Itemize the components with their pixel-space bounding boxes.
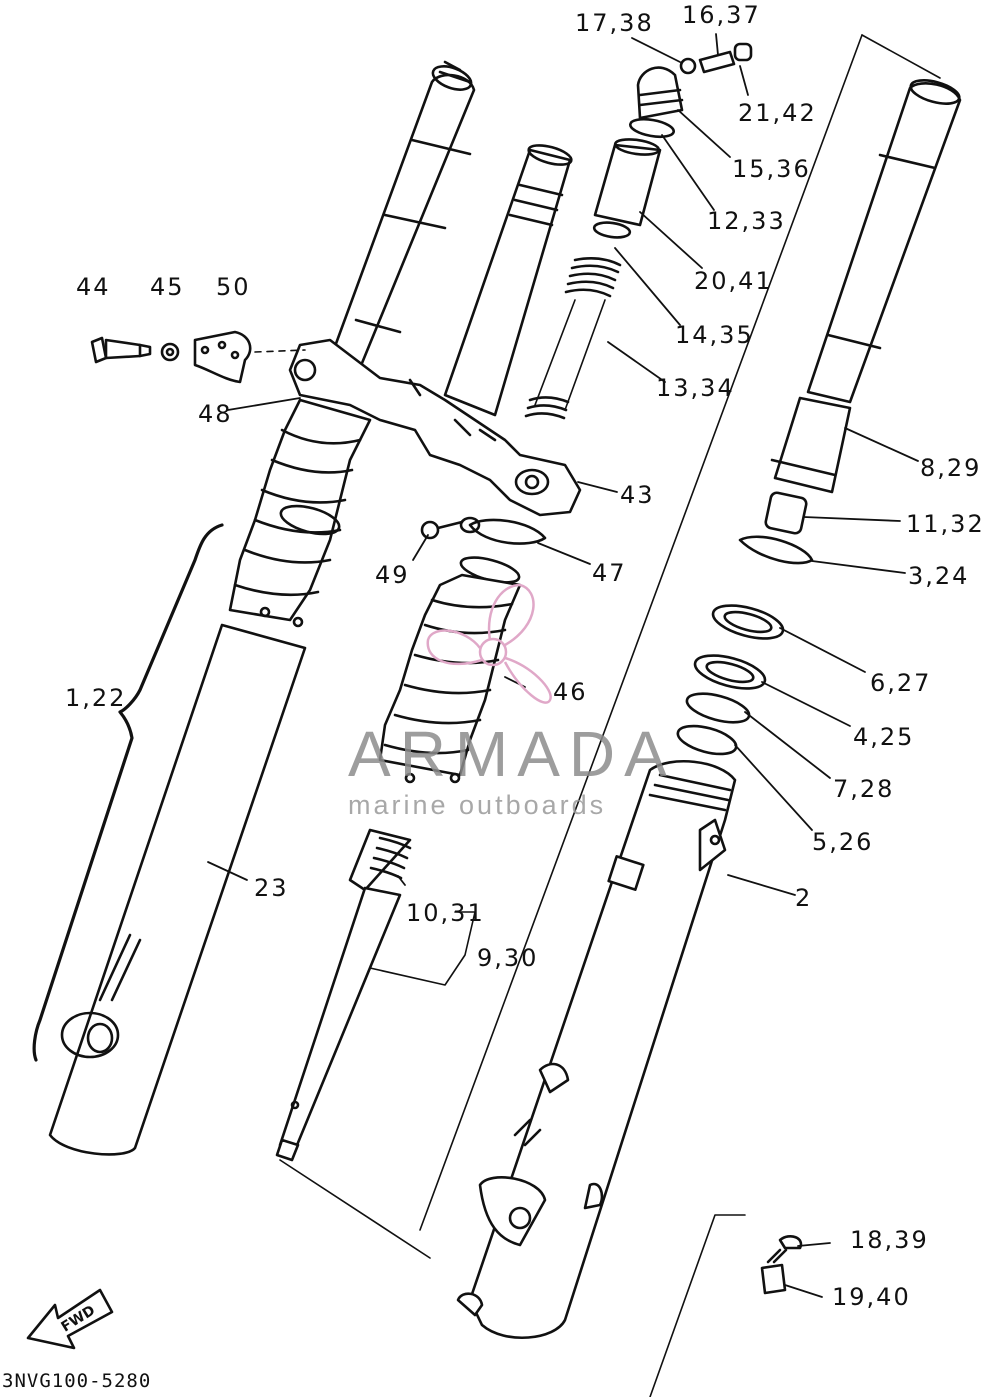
triple-clamp (288, 338, 582, 517)
part-label-17-38: 17,38 (575, 9, 654, 37)
fork-boot-center (378, 556, 522, 784)
part-label-7-28: 7,28 (833, 775, 895, 803)
inner-tube-right (738, 79, 962, 565)
part-label-43: 43 (620, 481, 655, 509)
part-label-8-29: 8,29 (920, 454, 982, 482)
part-label-44: 44 (76, 273, 111, 301)
steering-stem (443, 144, 573, 417)
part-label-10-31: 10,31 (406, 899, 485, 927)
part-label-15-36: 15,36 (732, 155, 811, 183)
watermark-tagline: marine outboards (348, 790, 607, 820)
part-label-2: 2 (795, 884, 813, 912)
boot-clamp (420, 516, 547, 545)
part-label-6-27: 6,27 (870, 669, 932, 697)
watermark-propeller-icon (426, 583, 552, 704)
spacer-collar (592, 138, 662, 239)
fwd-arrow-icon (26, 1288, 114, 1350)
lower-leg-right (456, 760, 737, 1340)
part-label-20-41: 20,41 (694, 267, 773, 295)
part-label-5-26: 5,26 (812, 828, 874, 856)
watermark-brand: ARMADA (348, 718, 676, 790)
outer-tube-left (328, 60, 476, 370)
construction-lines (279, 34, 941, 1397)
part-label-21-42: 21,42 (738, 99, 817, 127)
part-label-45: 45 (150, 273, 185, 301)
fork-boot-left (228, 398, 372, 628)
leader-lines (207, 33, 919, 1298)
part-label-12-33: 12,33 (707, 207, 786, 235)
part-label-46: 46 (553, 678, 588, 706)
bolt-washer-plate (90, 330, 306, 384)
part-label-14-35: 14,35 (675, 321, 754, 349)
fork-spring (524, 257, 622, 420)
part-label-48: 48 (198, 400, 233, 428)
part-label-47: 47 (592, 559, 627, 587)
cap-bolt (628, 42, 753, 139)
part-label-1-22: 1,22 (65, 684, 127, 712)
part-label-19-40: 19,40 (832, 1283, 911, 1311)
part-label-50: 50 (216, 273, 251, 301)
part-label-23: 23 (254, 874, 289, 902)
part-label-16-37: 16,37 (682, 1, 761, 29)
lower-leg-left (48, 623, 307, 1156)
part-label-9-30: 9,30 (477, 944, 539, 972)
part-label-18-39: 18,39 (850, 1226, 929, 1254)
part-label-13-34: 13,34 (656, 374, 735, 402)
diagram-code: 3NVG100-5280 (2, 1370, 152, 1392)
part-label-3-24: 3,24 (908, 562, 970, 590)
part-label-49: 49 (375, 561, 410, 589)
seal-stack (676, 604, 785, 756)
drain-screw (760, 1235, 803, 1295)
part-label-4-25: 4,25 (853, 723, 915, 751)
part-label-11-32: 11,32 (906, 510, 985, 538)
damper-rod (275, 828, 412, 1162)
